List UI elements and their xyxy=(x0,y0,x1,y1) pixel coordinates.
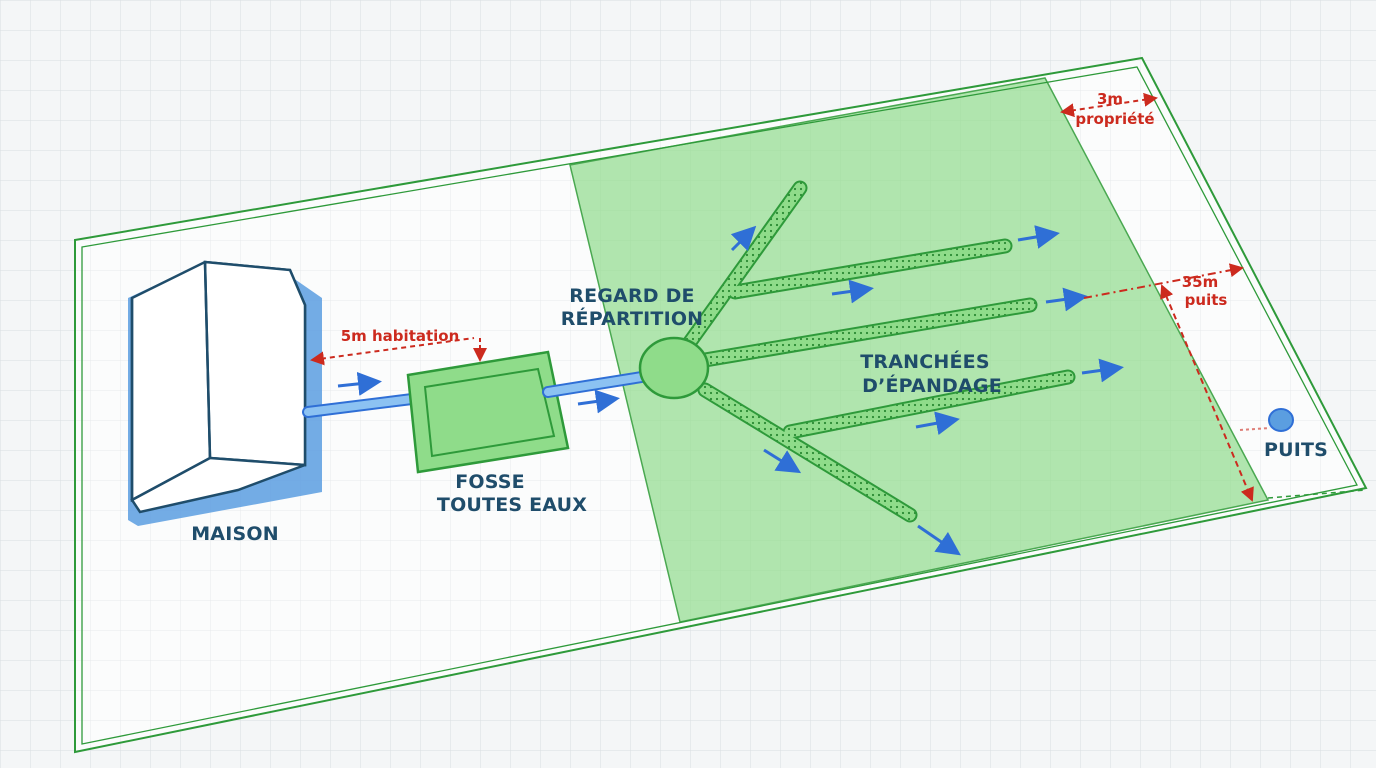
well xyxy=(1267,408,1367,499)
flow-arrows xyxy=(337,225,1124,556)
dimension-well xyxy=(1083,263,1271,502)
dimension-property-line1: 3m xyxy=(1097,90,1123,108)
well-icon xyxy=(1268,408,1294,432)
trench-label-line1: TRANCHÉES xyxy=(860,350,989,373)
house-label: MAISON xyxy=(191,523,279,545)
tank-label-line2: TOUTES EAUX xyxy=(437,494,587,516)
spreading-field-area xyxy=(569,77,1270,623)
septic-tank xyxy=(406,350,570,474)
dimension-property xyxy=(1060,92,1158,118)
distribution-box xyxy=(638,336,710,400)
house xyxy=(128,260,322,526)
distribution-box-label-line1: REGARD DE xyxy=(569,285,694,307)
property-fence xyxy=(74,56,1368,754)
dimension-property-line2: propriété xyxy=(1075,110,1154,128)
distribution-box-label-line2: RÉPARTITION xyxy=(561,307,704,330)
tank-label-line1: FOSSE xyxy=(455,471,525,493)
well-label: PUITS xyxy=(1264,439,1328,461)
dimension-house-label: 5m habitation xyxy=(341,327,460,345)
dimension-well-line1: 35m xyxy=(1182,273,1219,291)
dimension-well-line2: puits xyxy=(1185,291,1228,309)
drain-trenches xyxy=(682,180,1076,523)
dimension-house xyxy=(310,337,487,366)
trench-label-line2: D’ÉPANDAGE xyxy=(862,374,1002,397)
